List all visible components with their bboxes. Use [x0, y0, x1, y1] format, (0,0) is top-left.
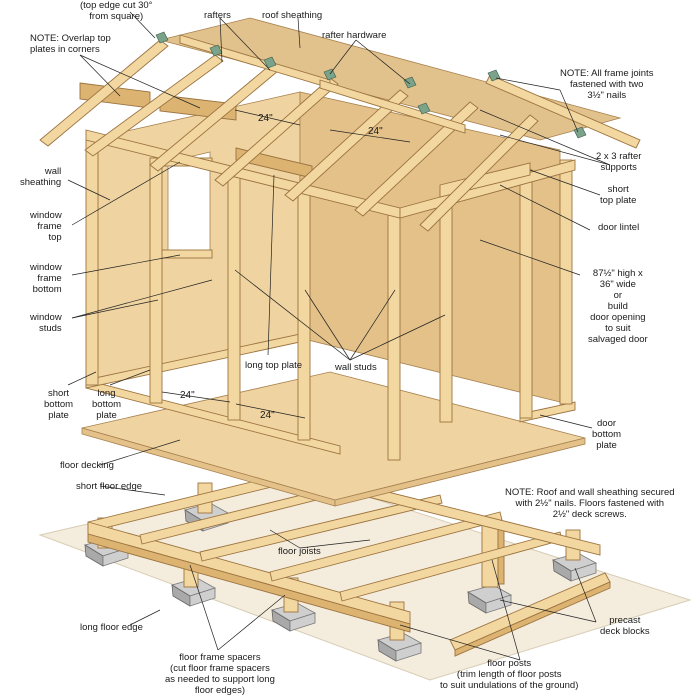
- label-floor-frame-spacers: floor frame spacers (cut floor frame spa…: [165, 652, 275, 696]
- deck-block: [552, 552, 598, 582]
- label-floor-decking: floor decking: [60, 460, 114, 471]
- dimension-rafter-spacing-2: 24": [368, 126, 383, 137]
- floor-decking: [81, 371, 586, 507]
- label-roof-sheathing: roof sheathing: [262, 10, 323, 21]
- dimension-floor-spacing-2: 24": [260, 410, 275, 421]
- label-rafter-hardware: rafter hardware: [322, 30, 387, 41]
- leader-lines: [67, 11, 611, 661]
- label-long-bottom-plate: long bottom plate: [92, 388, 122, 421]
- label-rafters: rafters: [204, 10, 231, 21]
- label-wall-studs: wall studs: [335, 362, 377, 373]
- label-long-top-plate: long top plate: [245, 360, 303, 371]
- note-overlap-top-plates: NOTE: Overlap top plates in corners: [30, 33, 111, 55]
- label-short-top-plate: short top plate: [600, 184, 637, 206]
- label-floor-joists: floor joists: [278, 546, 321, 557]
- label-floor-posts: floor posts (trim length of floor posts …: [440, 658, 579, 691]
- rafter-hardware: [155, 31, 587, 139]
- label-door-bottom-plate: door bottom plate: [592, 418, 622, 451]
- label-precast-deck-blocks: precast deck blocks: [600, 615, 650, 637]
- label-wall-sheathing: wall sheathing: [20, 166, 62, 188]
- dimension-rafter-spacing-1: 24": [258, 113, 273, 124]
- label-door-opening: 87½" high x 36" wide or build door openi…: [588, 268, 648, 345]
- wall-sheathing: [95, 91, 561, 403]
- label-short-bottom-plate: short bottom plate: [44, 388, 74, 421]
- label-rafter-supports: 2 x 3 rafter supports: [596, 151, 642, 173]
- label-window-studs: window studs: [30, 312, 62, 334]
- dimension-lines: [161, 109, 411, 419]
- rafters-group: [39, 34, 641, 232]
- dimension-floor-spacing-1: 24": [180, 390, 195, 401]
- label-window-frame-top: window frame top: [30, 210, 62, 243]
- label-window-frame-bottom: window frame bottom: [30, 262, 62, 295]
- wall-studs-group: [85, 139, 573, 461]
- label-short-floor-edge: short floor edge: [76, 481, 143, 492]
- note-frame-joints: NOTE: All frame joints fastened with two…: [560, 68, 654, 101]
- label-top-edge-cut: (top edge cut 30° from square): [80, 0, 153, 22]
- label-long-floor-edge: long floor edge: [80, 622, 143, 633]
- label-door-lintel: door lintel: [598, 222, 640, 233]
- note-sheathing-fasteners: NOTE: Roof and wall sheathing secured wi…: [505, 487, 675, 520]
- bottom-plates: [85, 333, 576, 455]
